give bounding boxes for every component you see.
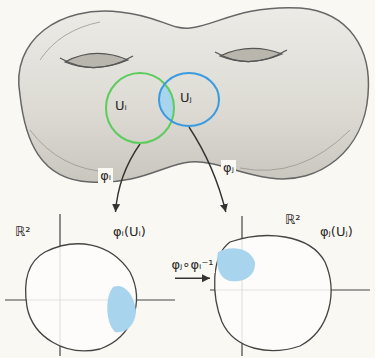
overlap-region (159, 73, 219, 126)
blue-loop (159, 73, 219, 126)
map-arrow (116, 144, 141, 212)
surface-hole-rim (60, 56, 133, 68)
map-arrow (189, 127, 226, 212)
plane-label: ℝ² (285, 212, 301, 228)
pencil-shading (30, 22, 350, 172)
map-arrow (175, 278, 210, 279)
overlap-image (107, 286, 136, 332)
chart-plane: ℝ² φⱼ(Uⱼ) (210, 212, 368, 356)
plane-label: ℝ² (15, 224, 31, 240)
open-set-loop: Uⱼ (158, 72, 220, 127)
map-label: φⱼ (221, 160, 236, 176)
genus-two-surface (19, 8, 369, 183)
region-label: φᵢ(Uᵢ) (113, 224, 146, 240)
region-label: Uᵢ (115, 98, 127, 114)
region-label: φⱼ(Uⱼ) (320, 224, 353, 240)
map-label: φᵢ (98, 168, 113, 184)
region-label: Uⱼ (180, 90, 192, 106)
surface-hole (220, 48, 282, 61)
surface-hole-rim (215, 50, 287, 62)
map-label: φⱼ∘φᵢ⁻¹ (170, 257, 216, 273)
chart-plane: ℝ² φᵢ(Uᵢ) (5, 212, 175, 356)
surface-hole (65, 53, 128, 67)
overlap-image (217, 248, 255, 281)
image-blob (215, 236, 331, 351)
image-blob (26, 244, 137, 351)
